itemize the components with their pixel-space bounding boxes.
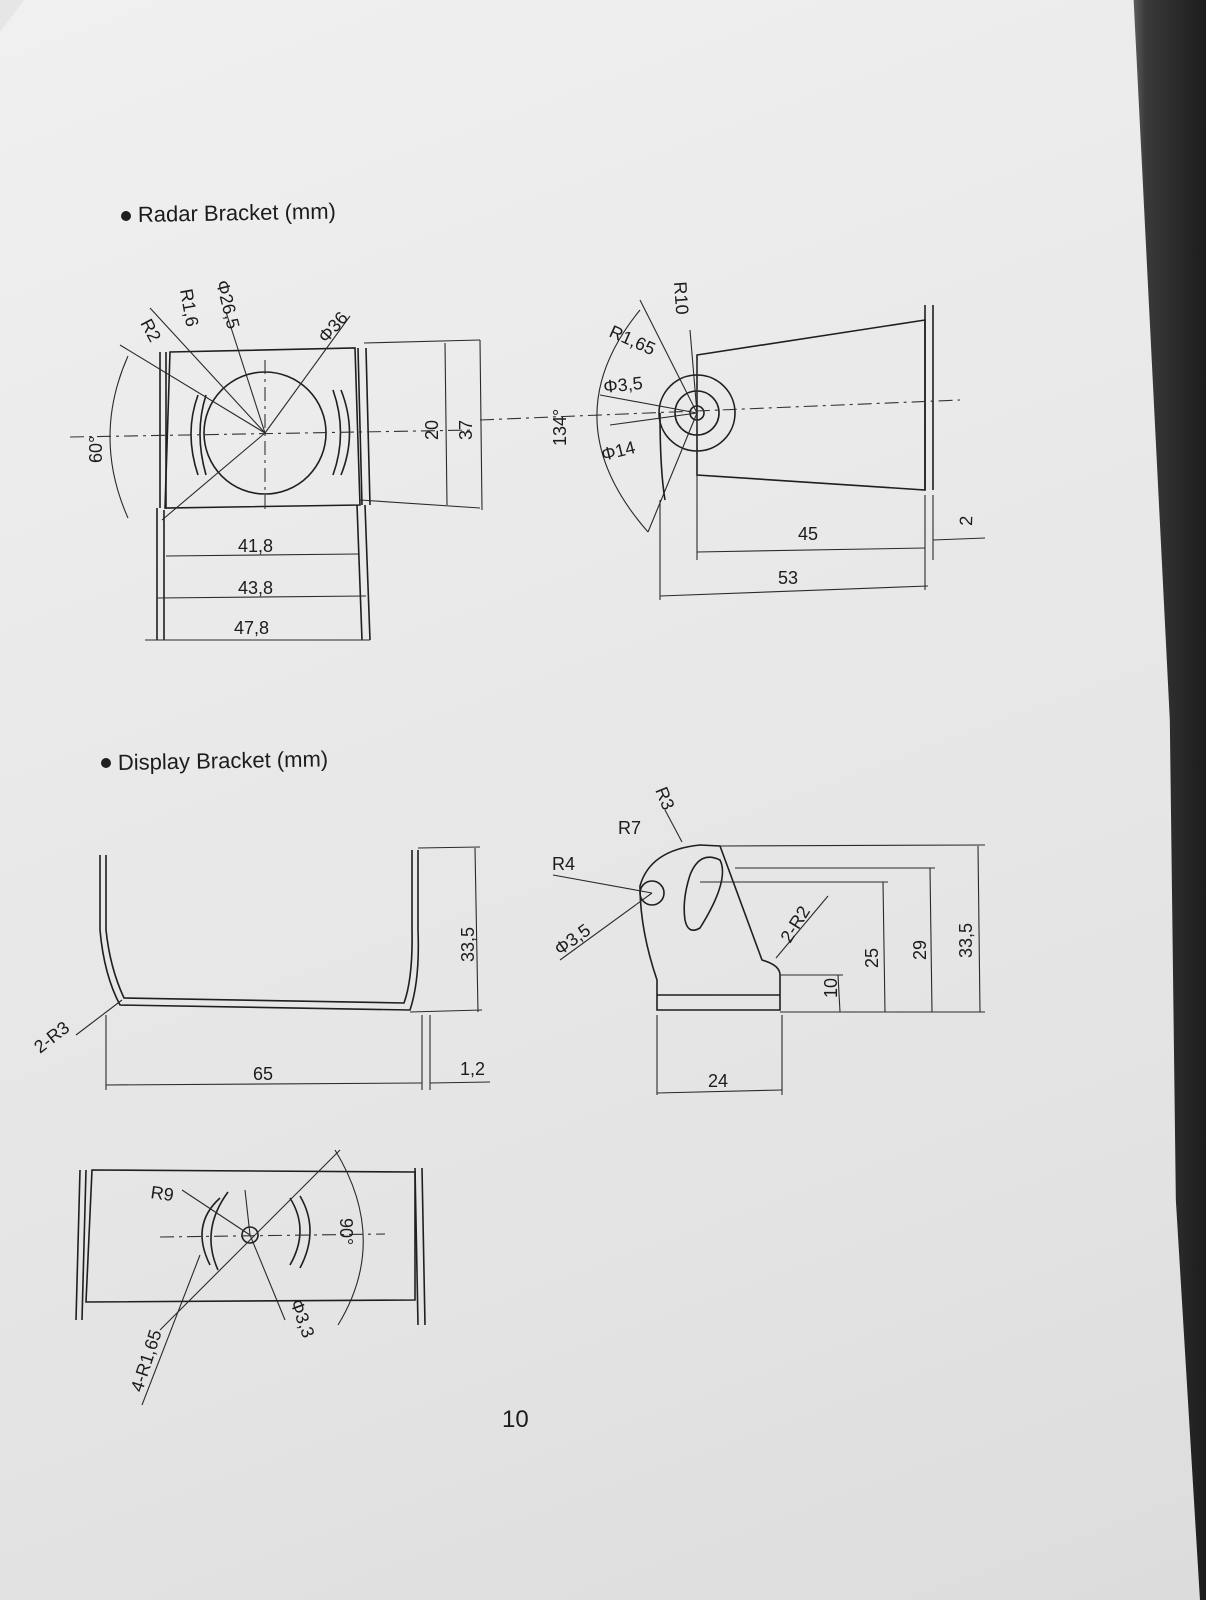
bullet-icon — [121, 211, 131, 221]
radar-side-t2: 2 — [956, 515, 976, 526]
display-bottom-r9: R9 — [149, 1182, 175, 1205]
display-side-h29: 29 — [910, 940, 930, 960]
display-heading: Display Bracket (mm) — [118, 746, 329, 775]
display-side-r3: R3 — [651, 784, 678, 813]
display-bottom-d33: Φ3,3 — [286, 1297, 318, 1341]
display-front-h335: 33,5 — [458, 927, 478, 962]
radar-side-r10: R10 — [670, 281, 692, 315]
display-bottom-a90: 90° — [336, 1218, 356, 1245]
display-bottom-r165: 4-R1,65 — [127, 1327, 166, 1394]
radar-front-d265: Φ26,5 — [212, 278, 243, 331]
radar-front-w438: 43,8 — [238, 578, 273, 598]
radar-heading: Radar Bracket (mm) — [138, 199, 336, 227]
display-bottom-view — [75, 1149, 426, 1406]
display-side-h335: 33,5 — [956, 923, 976, 958]
radar-side-d35: Φ3,5 — [602, 373, 643, 397]
display-side-h25: 25 — [862, 948, 882, 968]
display-side-view — [552, 809, 986, 1095]
display-side-r7: R7 — [618, 818, 641, 838]
page-number: 10 — [502, 1406, 529, 1433]
radar-front-w478: 47,8 — [234, 618, 269, 638]
display-front-t12: 1,2 — [460, 1059, 485, 1079]
radar-front-d36: Φ36 — [314, 308, 352, 347]
display-front-view — [75, 846, 491, 1090]
radar-side-w53: 53 — [778, 568, 798, 588]
display-side-d35: Φ3,5 — [551, 920, 595, 959]
display-side-h10: 10 — [821, 978, 841, 998]
display-side-w24: 24 — [708, 1071, 728, 1091]
radar-side-w45: 45 — [798, 524, 818, 544]
bullet-icon — [101, 758, 111, 768]
radar-front-r16: R1,6 — [176, 287, 202, 328]
display-front-r3: 2-R3 — [30, 1017, 73, 1057]
display-front-w65: 65 — [253, 1064, 273, 1084]
display-side-r4: R4 — [552, 854, 575, 874]
radar-side-r165: R1,65 — [606, 321, 658, 359]
radar-side-view — [479, 299, 986, 600]
radar-side-a134: 134° — [550, 409, 570, 446]
radar-front-a60: 60° — [86, 436, 106, 463]
radar-front-h37: 37 — [456, 420, 476, 440]
display-side-r2: 2-R2 — [776, 902, 814, 946]
radar-front-view — [69, 307, 483, 641]
radar-front-h20: 20 — [422, 420, 442, 440]
radar-front-w418: 41,8 — [238, 536, 273, 556]
radar-side-d14: Φ14 — [599, 437, 637, 465]
